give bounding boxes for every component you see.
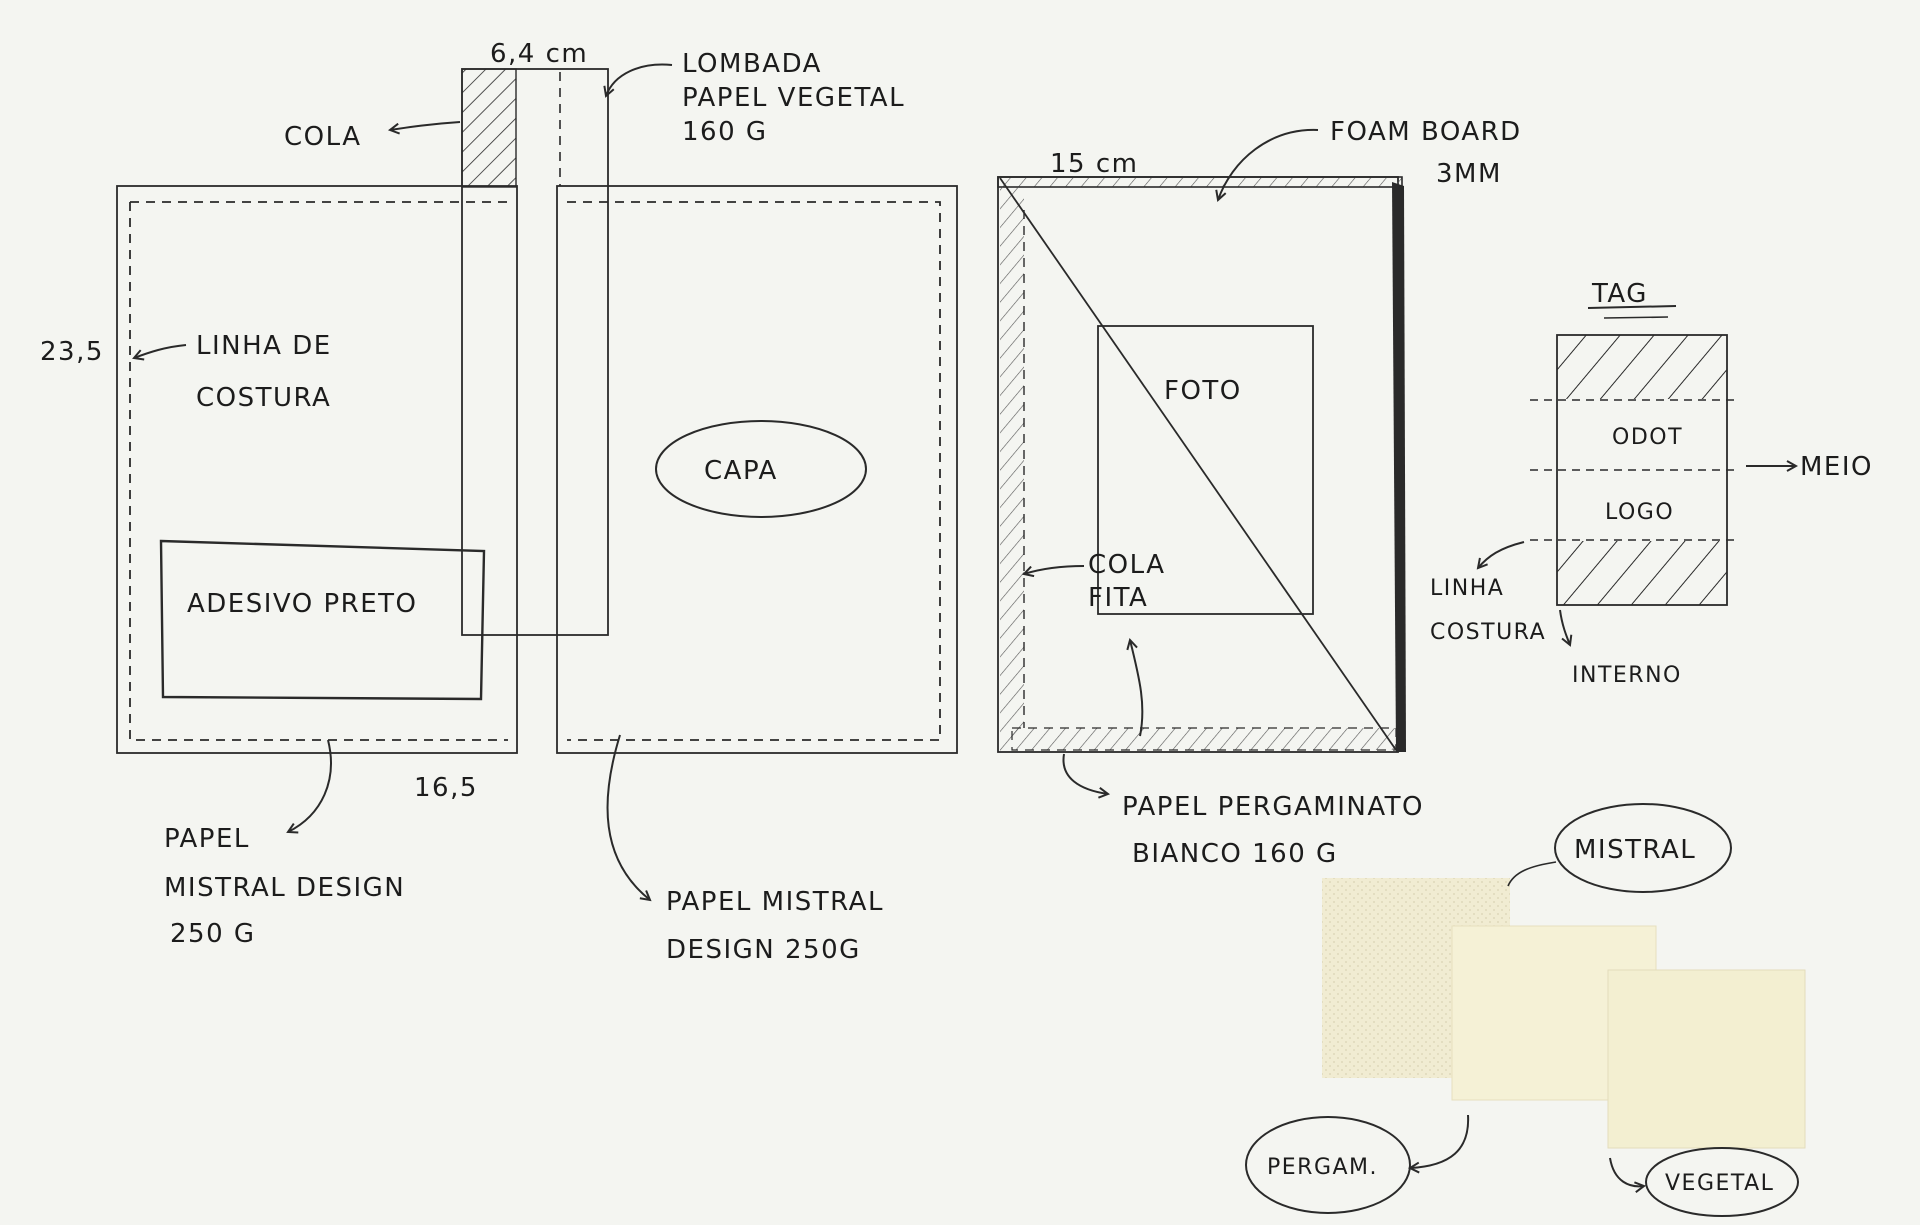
papel-left-line1: PAPEL [164,824,250,854]
tag-diagram: TAG ODOT LOGO MEIO LINHA COSTURA INTERNO [1430,279,1873,688]
tag-linha-line1: LINHA [1430,576,1504,601]
tag-interno-arrow [1559,609,1570,645]
papel-right-arrow [606,734,650,900]
linha-costura-line1: LINHA DE [196,331,332,361]
foto-placeholder [1097,325,1314,615]
mistral-ellipse [1554,803,1732,893]
width-dimension: 16,5 [414,773,478,803]
front-cover-panel [556,185,958,754]
cola-fita-arrow [1024,565,1085,574]
papel-right-line2: DESIGN 250G [666,935,861,965]
cola-fita-up-arrow [1130,640,1144,737]
swatch-mistral-label: MISTRAL [1574,835,1696,865]
papel-left-arrow [288,739,332,832]
stitch-line-front [567,201,941,741]
lombada-arrow [606,63,673,96]
lombada-label-line2: PAPEL VEGETAL [682,83,905,113]
capa-ellipse [655,420,867,518]
pergaminato-line1: PAPEL PERGAMINATO [1122,792,1424,822]
adesivo-box [159,539,486,701]
linha-costura-arrow [134,344,187,358]
papel-left-line3: 250 G [170,919,256,949]
tag-linha-arrow [1478,541,1525,568]
book-cover-diagram: 6,4 cm LOMBADA PAPEL VEGETAL 160 G COLA … [40,39,958,965]
cola-label: COLA [284,122,362,152]
swatch-vegetal-label: VEGETAL [1665,1171,1774,1196]
tag-linha-line2: COSTURA [1430,620,1546,645]
paper-swatches: MISTRAL PERGAM. VEGETAL [1245,803,1806,1217]
swatch-vegetal [1607,969,1806,1149]
papel-left-line2: MISTRAL DESIGN [164,873,405,903]
stitch-line-back [129,201,508,741]
spine-strip [461,68,609,636]
tag-title: TAG [1591,279,1648,309]
foam-board-line1: FOAM BOARD [1330,117,1522,147]
pergaminato-arrow [1062,753,1108,794]
height-dimension: 23,5 [40,337,104,367]
foam-width-label: 15 cm [1050,149,1138,179]
papel-right-line1: PAPEL MISTRAL [666,887,884,917]
pergam-arrow [1410,1114,1470,1168]
pergaminato-bottom-strip [1011,727,1397,751]
foam-right-edge [1392,182,1406,752]
tag-meio-label: MEIO [1800,452,1873,482]
cola-fita-line1: COLA [1088,550,1166,580]
lombada-label-line1: LOMBADA [682,49,822,79]
cola-arrow [390,121,461,130]
cola-fita-line2: FITA [1088,583,1148,613]
lombada-label-line3: 160 G [682,117,768,147]
spine-glue-area [461,68,517,188]
foam-diagonal [999,177,1397,751]
tag-interno-label: INTERNO [1572,663,1682,688]
back-cover-panel [116,185,518,754]
swatch-pergam-label: PERGAM. [1267,1155,1378,1180]
spine-width-label: 6,4 cm [490,39,588,69]
foam-board-line2: 3MM [1436,159,1502,189]
foam-board-diagram: 15 cm FOAM BOARD 3MM FOTO COLA FITA PAPE… [997,117,1522,869]
mistral-line [1507,861,1557,887]
tag-logo-label: LOGO [1605,500,1674,525]
foam-top-edge [997,176,1403,188]
tag-odot-label: ODOT [1612,425,1683,450]
capa-label: CAPA [704,456,778,486]
pergaminato-line2: BIANCO 160 G [1132,839,1338,869]
adesivo-label: ADESIVO PRETO [187,589,417,619]
pergaminato-left-strip [1000,187,1024,752]
linha-costura-line2: COSTURA [196,383,331,413]
vegetal-arrow [1609,1157,1644,1186]
tag-bottom-hatch [1557,541,1727,605]
foto-label: FOTO [1164,376,1242,406]
tag-top-hatch [1557,335,1727,399]
foam-board-arrow [1218,128,1319,200]
